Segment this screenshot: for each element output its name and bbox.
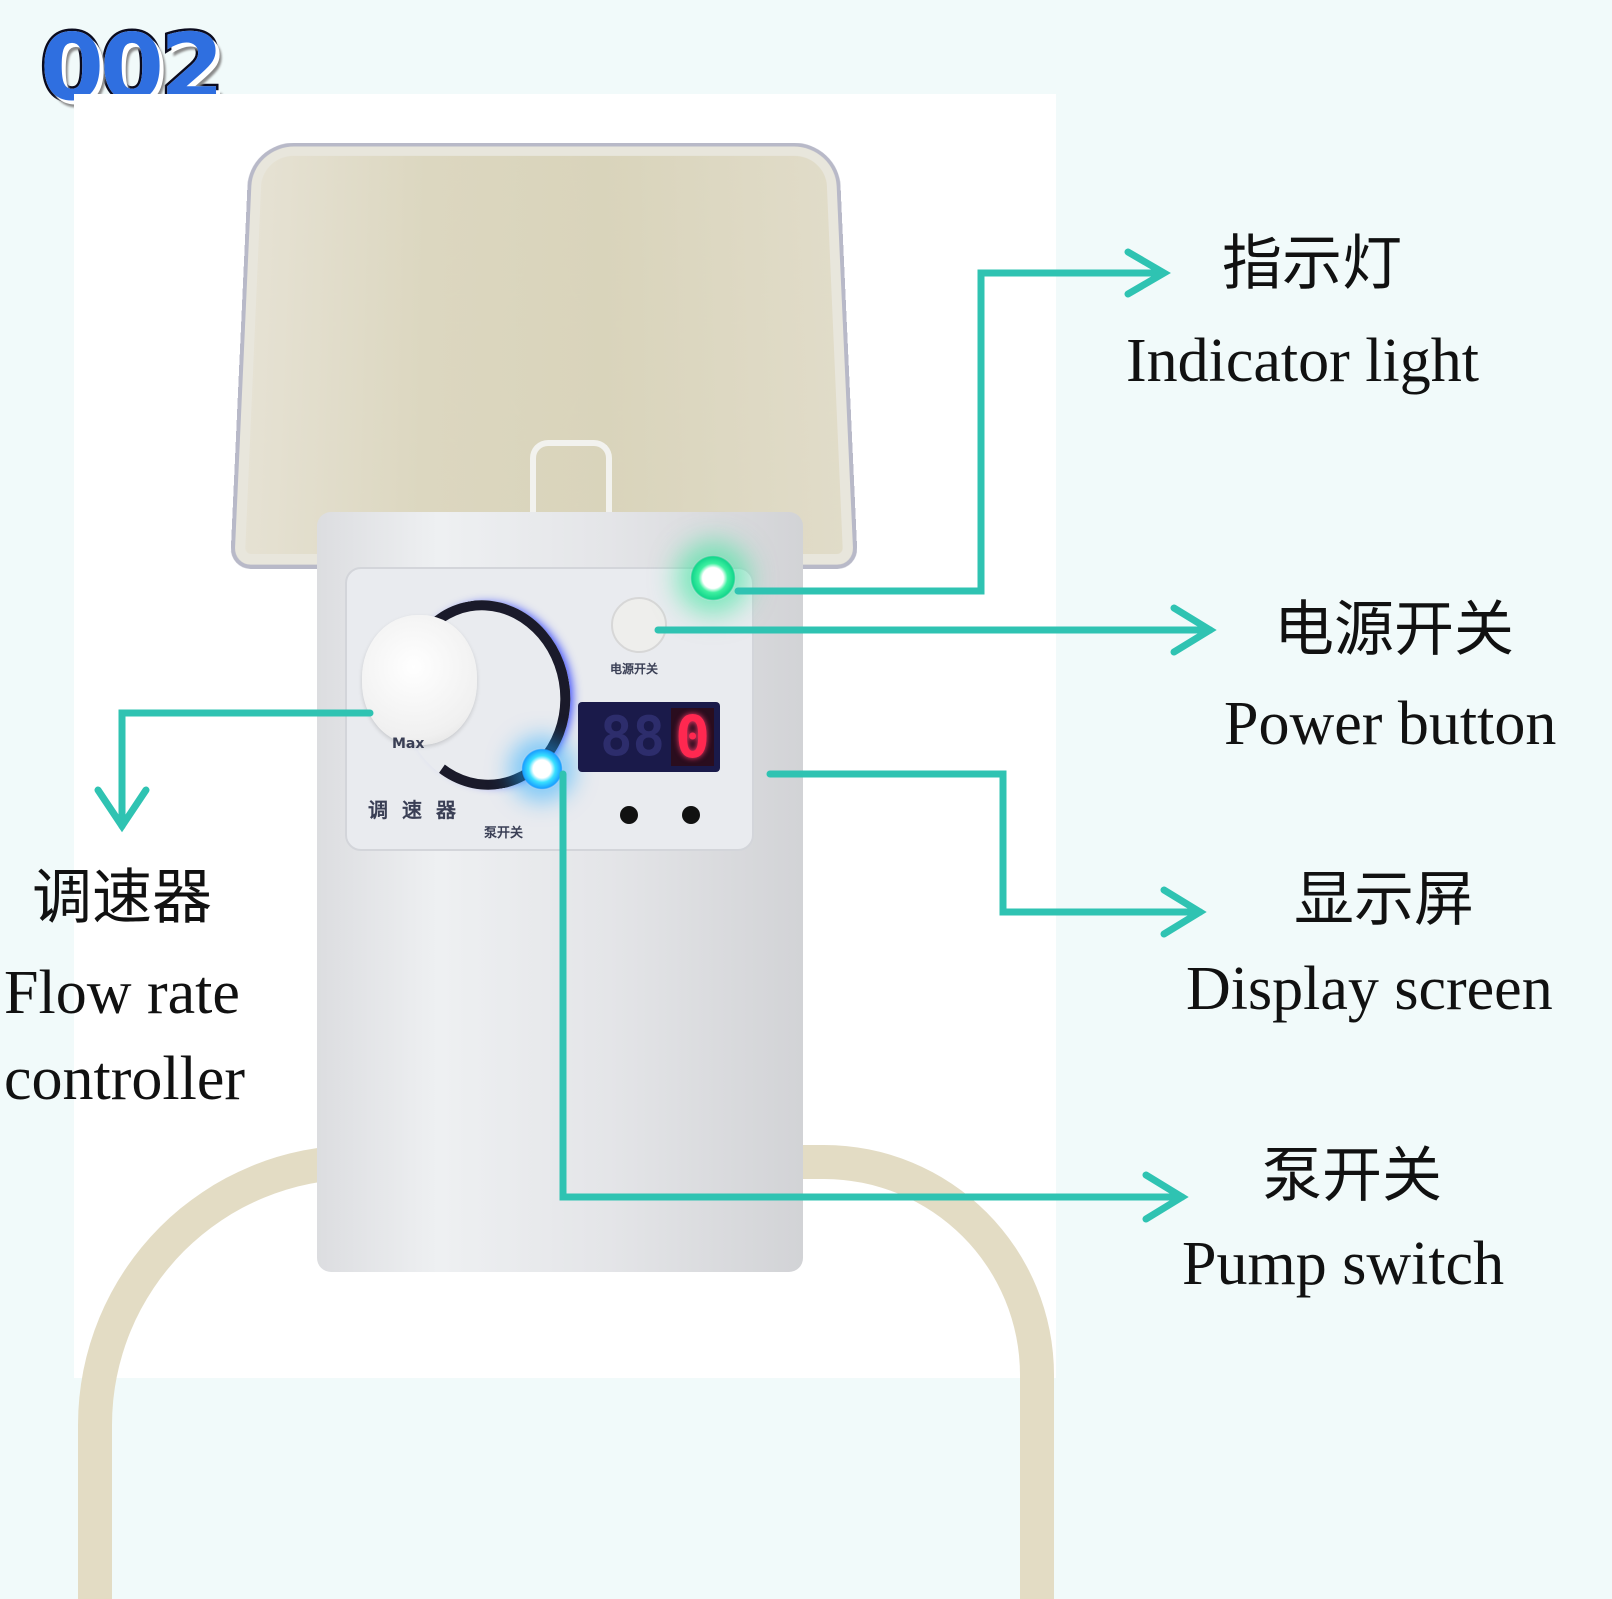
callout-en-power-button: Power button — [1224, 690, 1557, 758]
panel-label-pump-switch: 泵开关 — [484, 826, 524, 841]
callout-cn-display-screen: 显示屏 — [1294, 865, 1474, 935]
callout-en-indicator-light: Indicator light — [1126, 327, 1479, 395]
dial-max-label: Max — [392, 736, 425, 752]
callout-connectors — [94, 248, 1217, 1223]
display-value: 0 — [671, 708, 714, 766]
callout-en-pump-switch: Pump switch — [1182, 1230, 1505, 1298]
pump-switch-button[interactable] — [521, 748, 563, 790]
arrow-right-icon — [1124, 248, 1171, 298]
jack-1 — [620, 806, 638, 824]
arrow-down-icon — [94, 786, 150, 833]
callout-cn: 指示灯 — [1222, 229, 1402, 299]
callout-cn-pump-switch: 泵开关 — [1262, 1141, 1442, 1211]
panel-label-speed-controller: 调速器 — [368, 798, 470, 822]
callout-cn-power-button: 电源开关 — [1274, 595, 1514, 665]
callout-en-display-screen: Display screen — [1186, 955, 1553, 1023]
callout-en-flow-rate-line1: Flow rate — [4, 959, 240, 1027]
callout-cn-flow-rate-controller: 调速器 — [32, 863, 212, 933]
arrow-right-icon — [1160, 886, 1207, 938]
connector-pump-switch — [559, 770, 1186, 1201]
callout-indicator-light: 指示灯 — [1222, 234, 1402, 294]
lid-clip — [530, 440, 612, 546]
display-dim-digits: 88 — [600, 705, 666, 768]
flow-rate-knob[interactable] — [362, 615, 477, 745]
callout-en-flow-rate-line2: controller — [4, 1045, 246, 1113]
jack-2 — [682, 806, 700, 824]
power-button[interactable] — [611, 597, 667, 653]
display-screen: 88 0 — [578, 702, 720, 772]
panel-label-power-switch: 电源开关 — [610, 662, 659, 676]
indicator-light-led — [690, 555, 736, 601]
arrow-right-icon — [1142, 1171, 1189, 1223]
connector-indicator-light — [734, 269, 1166, 595]
connector-flow-rate-controller — [118, 709, 374, 830]
connector-display-screen — [766, 770, 1204, 916]
arrow-right-icon — [1170, 604, 1217, 656]
